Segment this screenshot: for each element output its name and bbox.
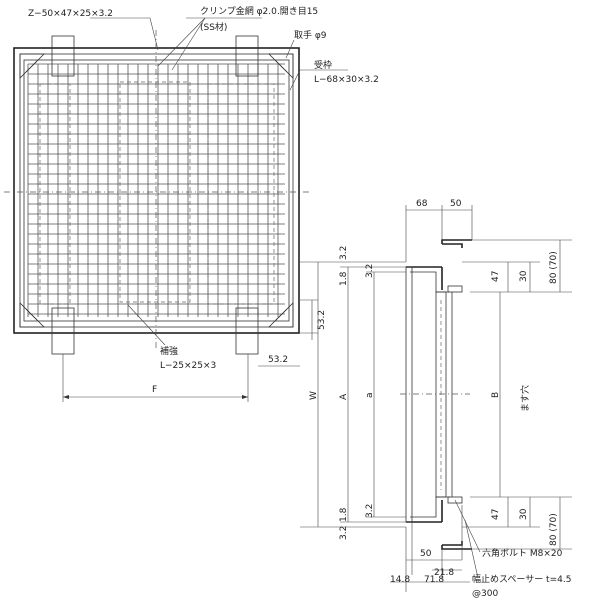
label-dim-a-upper: A [339,393,349,400]
label-dim-1-8-top: 1.8 [339,271,349,286]
reinforcement-left [39,83,71,305]
label-spacer: 幅止めスペーサー t=4.5 [472,573,571,585]
label-reinforce-size: L−25×25×3 [160,361,216,371]
label-dim-71-8: 71.8 [424,575,444,585]
label-dim-3-2-top-b: 3.2 [365,264,375,278]
section-view [300,205,572,592]
plan-view [4,17,348,402]
label-reinforce-title: 補強 [160,345,178,357]
reinforcement-right [207,83,275,305]
label-frame-title: 受枠 [314,59,332,71]
receiving-frame-outer [13,47,300,334]
label-dim-3-2-bot: 3.2 [365,504,375,518]
handle-top-left [19,53,45,79]
crimp-wire-mesh [27,63,285,317]
z-channel-bottom-left [51,307,75,355]
label-bolt: 六角ボルト M8×20 [482,547,563,559]
label-dim-3-2-top: 3.2 [339,246,349,260]
label-dim-47-top: 47 [491,271,501,282]
label-dim-14-8: 14.8 [390,575,410,585]
label-frame-size: L−68×30×3.2 [314,75,379,85]
handle-top-right [268,53,294,79]
z-channel-top-right [235,35,259,77]
label-dim-80-top: 80 (70) [549,251,559,284]
label-dim-3-2-bot-b: 3.2 [339,526,349,540]
handle-bottom-right [268,302,294,328]
z-channel-bottom-right [235,307,259,355]
label-handle: 取手 φ9 [294,29,327,41]
receiving-frame-inner [19,53,294,328]
label-pitch: @300 [472,589,498,599]
label-mesh-material: (SS材) [200,21,227,33]
z-channel-top-left [51,35,75,77]
label-masuana: ます穴 [519,385,531,412]
label-dim-f: F [152,385,157,395]
label-dim-50-top: 50 [450,199,462,209]
label-dim-b: B [491,392,501,398]
label-dim-w: W [309,391,319,400]
label-dim-50-bot: 50 [420,549,432,559]
label-dim-30-bot: 30 [519,508,529,520]
label-dim-a-lower: a [365,392,375,398]
label-dim-53-2-v: 53.2 [317,310,327,330]
label-dim-68: 68 [416,199,428,209]
label-dim-80-bot: 80 (70) [549,513,559,546]
label-mesh: クリンプ金網 φ2.0.開き目15 [200,5,318,17]
label-dim-1-8-bot: 1.8 [339,507,349,522]
label-dim-30-top: 30 [519,270,529,282]
label-dim-53-2-h: 53.2 [268,355,288,365]
label-dim-47-bot: 47 [491,509,501,520]
label-dim-21-8: 21.8 [434,568,454,578]
grating-outline [23,59,290,322]
handle-bottom-left [19,302,45,328]
reinforcement-center [119,81,191,303]
label-z-channel: Z−50×47×25×3.2 [28,9,113,19]
